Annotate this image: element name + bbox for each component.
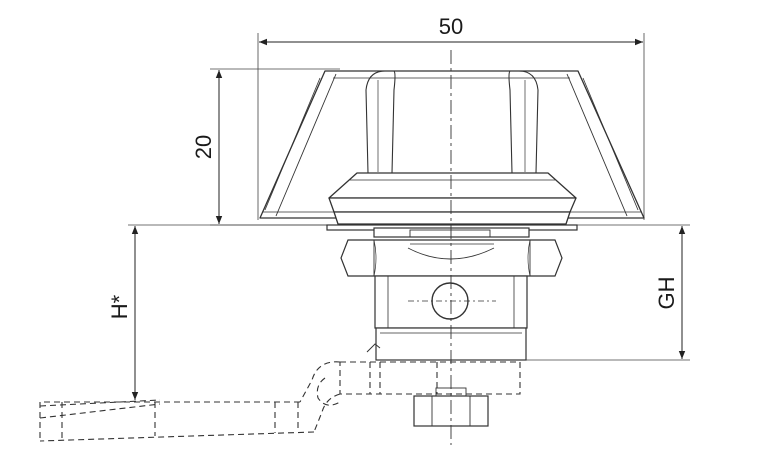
lock-body — [366, 275, 528, 361]
dimension-cap-height: 20 — [191, 70, 223, 224]
dimension-label-grip-height: GH — [654, 277, 679, 310]
cam-lever — [39, 361, 521, 442]
dimension-grip-height: GH — [654, 226, 686, 359]
dimension-label-cap-height: 20 — [191, 135, 216, 159]
hex-nut — [340, 239, 563, 277]
dimension-lever-height: H* — [107, 226, 139, 400]
dimension-label-width: 50 — [439, 14, 463, 39]
dimension-label-lever-height: H* — [107, 294, 132, 319]
washer — [326, 224, 578, 238]
wing-knob — [259, 70, 645, 225]
dimension-width: 50 — [259, 14, 643, 46]
